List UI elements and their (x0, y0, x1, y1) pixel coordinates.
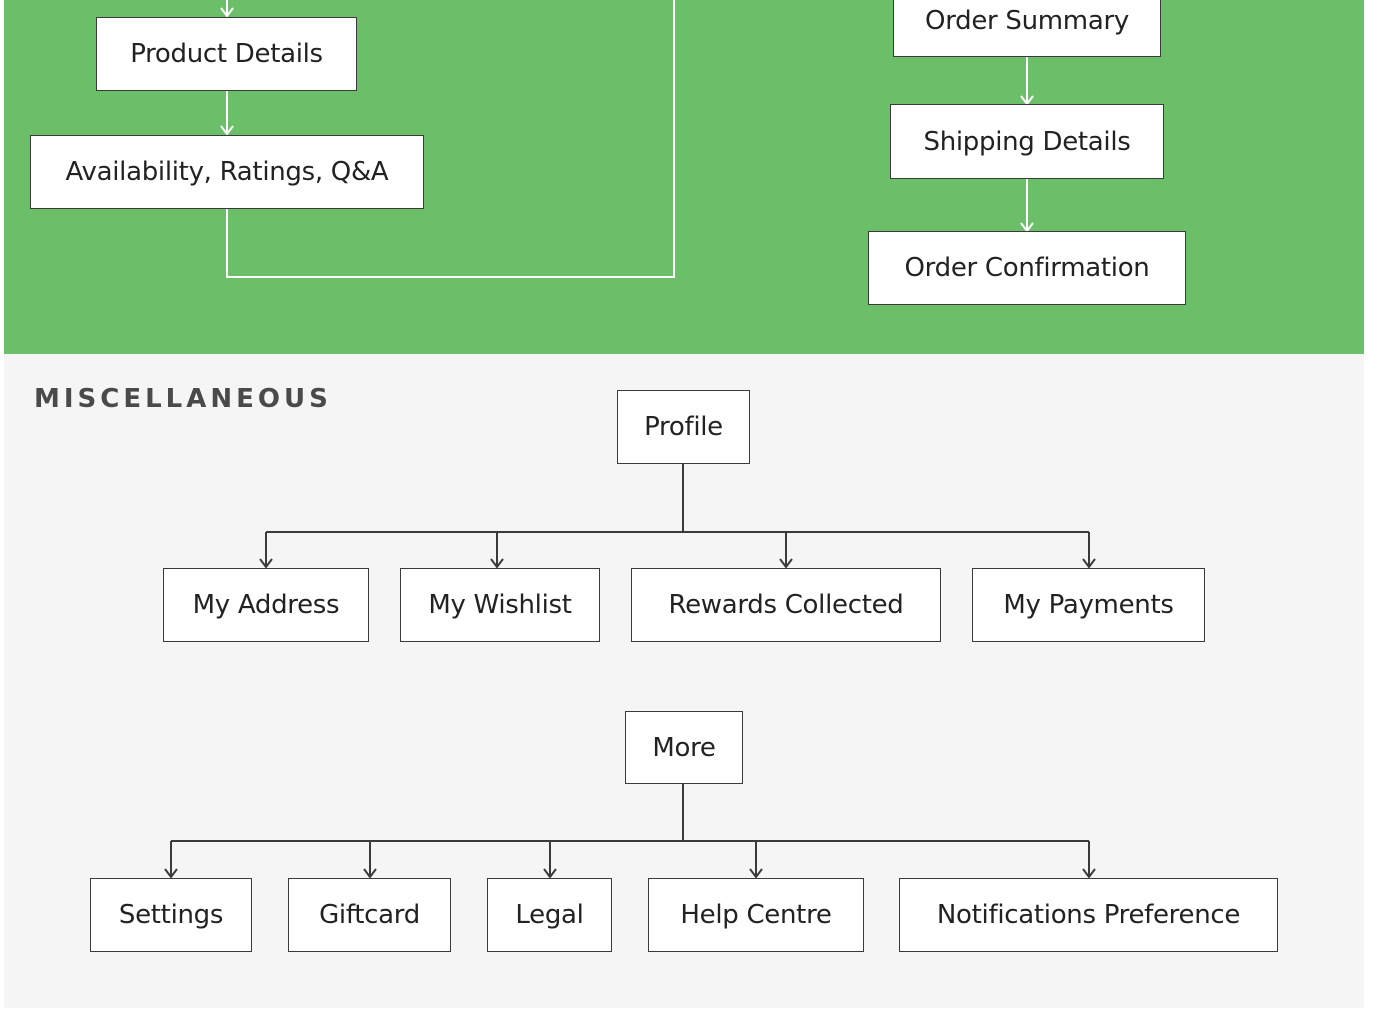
node-order-confirmation[interactable]: Order Confirmation (868, 231, 1186, 305)
node-more[interactable]: More (625, 711, 743, 784)
node-rewards-collected[interactable]: Rewards Collected (631, 568, 941, 642)
node-my-payments[interactable]: My Payments (972, 568, 1205, 642)
node-my-wishlist[interactable]: My Wishlist (400, 568, 600, 642)
node-settings[interactable]: Settings (90, 878, 252, 952)
node-order-summary[interactable]: Order Summary (893, 0, 1161, 57)
node-product-details[interactable]: Product Details (96, 17, 357, 91)
node-profile[interactable]: Profile (617, 390, 750, 464)
node-availability-ratings-qa[interactable]: Availability, Ratings, Q&A (30, 135, 424, 209)
node-help-centre[interactable]: Help Centre (648, 878, 864, 952)
node-shipping-details[interactable]: Shipping Details (890, 104, 1164, 179)
node-my-address[interactable]: My Address (163, 568, 369, 642)
node-notifications-preference[interactable]: Notifications Preference (899, 878, 1278, 952)
miscellaneous-heading: MISCELLANEOUS (34, 384, 332, 414)
node-giftcard[interactable]: Giftcard (288, 878, 451, 952)
node-legal[interactable]: Legal (487, 878, 612, 952)
